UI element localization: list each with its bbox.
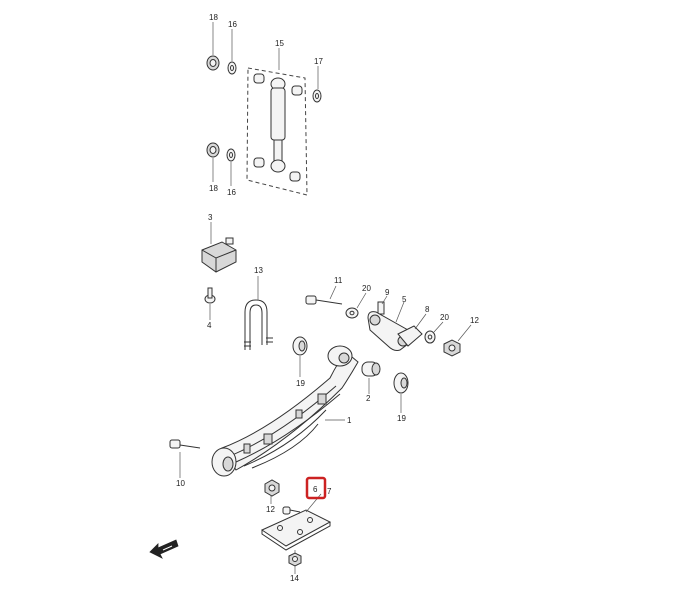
spring-seat-plate-7[interactable] [260,509,332,551]
label-19-right: 19 [397,414,406,423]
label-14: 14 [290,574,299,583]
part-labels: 18 16 15 17 18 16 3 4 13 11 20 9 5 8 20 … [176,13,479,583]
label-12-lower: 12 [266,505,275,514]
label-11: 11 [334,276,343,285]
label-19-left: 19 [296,379,305,388]
label-8: 8 [425,305,430,314]
label-13: 13 [254,266,263,275]
label-12-right: 12 [470,316,479,325]
label-6: 6 [313,485,318,494]
bump-stopper-3[interactable] [201,237,237,273]
bolt-6[interactable] [282,506,301,515]
label-17: 17 [314,57,323,66]
nut-18-top[interactable] [206,55,220,71]
nut-12-lower[interactable] [264,479,280,497]
washer-20-right[interactable] [424,330,436,344]
label-5: 5 [402,295,407,304]
nut-14[interactable] [288,552,302,567]
front-arrow-icon [149,539,179,559]
nut-18-bottom[interactable] [206,142,220,158]
nut-12-right[interactable] [443,339,461,357]
u-bolt-13[interactable] [244,299,273,350]
shackle-plate-8[interactable] [397,325,423,347]
bushing-19-left[interactable] [292,336,308,356]
bushing-2[interactable] [361,361,381,377]
washer-16-bottom[interactable] [226,148,236,162]
washer-17[interactable] [312,89,322,103]
label-18-top: 18 [209,13,218,22]
label-7: 7 [327,487,332,496]
washer-20-left[interactable] [345,307,359,319]
washer-16-top[interactable] [227,61,237,75]
label-16-top: 16 [228,20,237,29]
label-20-left: 20 [362,284,371,293]
leaf-spring-1[interactable] [211,345,359,477]
shock-absorber-15[interactable] [270,77,286,173]
label-20-right: 20 [440,313,449,322]
bolt-4[interactable] [204,287,216,304]
bushing-19-right[interactable] [393,372,409,394]
bushing-9[interactable] [377,301,385,315]
label-4: 4 [207,321,212,330]
label-9: 9 [385,288,390,297]
label-2: 2 [366,394,371,403]
label-16-bottom: 16 [227,188,236,197]
label-15: 15 [275,39,284,48]
bolt-10[interactable] [169,439,201,449]
bolt-11[interactable] [305,295,343,305]
label-10: 10 [176,479,185,488]
label-18-bottom: 18 [209,184,218,193]
highlight-box-part-6[interactable] [305,476,327,500]
shock-absorber-group [206,22,322,196]
label-3: 3 [208,213,213,222]
label-1: 1 [347,416,352,425]
